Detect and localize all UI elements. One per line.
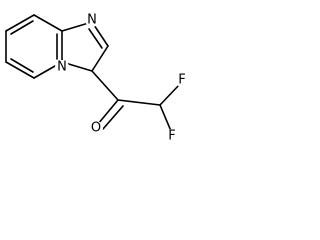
bond-chf2-f2 xyxy=(159,104,172,132)
atom-f1-label: F xyxy=(178,73,185,88)
bond-c6-c7-inner xyxy=(10,20,34,35)
atom-n1: N xyxy=(85,13,99,28)
bonds xyxy=(5,14,181,132)
bond-c7-c8 xyxy=(33,14,63,32)
bond-c5-n4-inner xyxy=(10,58,34,73)
bond-c2-c3 xyxy=(91,45,109,72)
bond-c3-carbonyl xyxy=(91,70,119,101)
atom-labels: N N O F F xyxy=(55,13,189,144)
bond-carbonyl-o-inner xyxy=(102,105,124,130)
bond-c5-n4 xyxy=(5,61,35,79)
atom-n1-label: N xyxy=(87,13,97,28)
atom-f2-label: F xyxy=(168,129,175,144)
atom-f2: F xyxy=(165,129,179,144)
bond-n1-c2-inner xyxy=(88,28,103,49)
bond-carbonyl-o xyxy=(97,99,119,125)
atom-n4-label: N xyxy=(57,60,67,75)
structure-diagram: N N O F F xyxy=(5,13,189,144)
atom-o-label: O xyxy=(91,121,101,136)
atom-f1: F xyxy=(175,73,189,88)
bond-c6-c7 xyxy=(5,14,35,32)
atom-n4: N xyxy=(55,60,69,75)
bond-carbonyl-chf2 xyxy=(117,99,161,106)
bond-chf2-f1 xyxy=(159,83,181,106)
atom-o: O xyxy=(89,121,103,136)
